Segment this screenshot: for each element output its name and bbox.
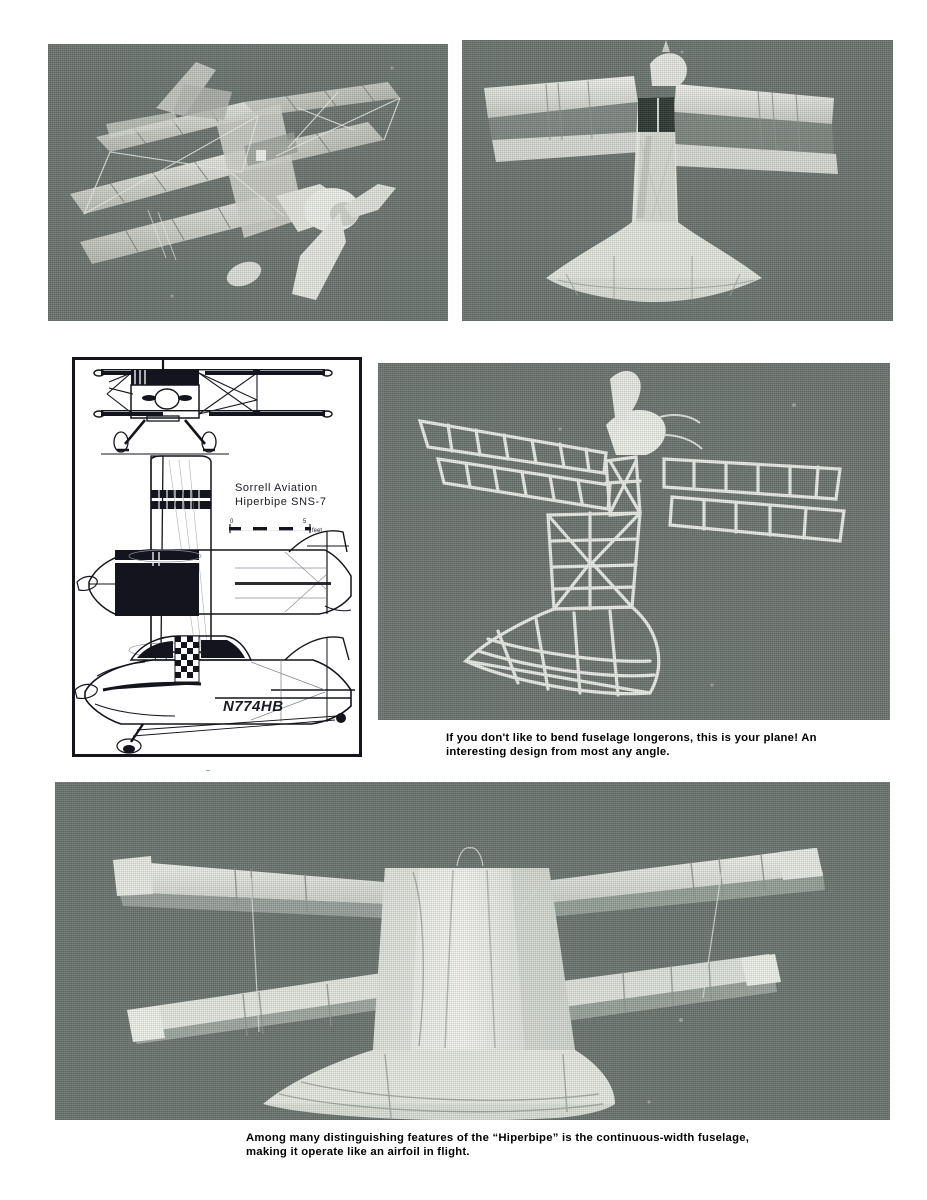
photo-top-right-artwork: [462, 40, 893, 321]
photo-top-right: [462, 40, 893, 321]
frame-bottom-mark: ~: [206, 768, 211, 775]
photo-top-left-artwork: [48, 44, 448, 321]
photo-structure: [378, 363, 890, 720]
registration-number-label: N774HB: [223, 698, 284, 715]
three-view-manufacturer-label: Sorrell Aviation: [235, 482, 318, 494]
scale-bar-units-label: feet: [312, 528, 323, 534]
photo-top-left: [48, 44, 448, 321]
photo-structure-artwork: [378, 363, 890, 720]
photo-bottom-artwork: [55, 782, 890, 1120]
caption-structure-photo: If you don't like to bend fuselage longe…: [446, 732, 817, 758]
scale-bar: [229, 524, 311, 533]
scale-bar-min-label: 0: [230, 519, 234, 525]
three-view-model-label: Hiperbipe SNS-7: [235, 496, 327, 508]
three-view-drawing: Sorrell Aviation Hiperbipe SNS-7 0 5 fee…: [72, 357, 362, 757]
three-view-artwork: [75, 360, 359, 754]
scale-bar-max-label: 5: [303, 519, 307, 525]
caption-bottom-photo: Among many distinguishing features of th…: [246, 1132, 750, 1158]
photo-bottom: [55, 782, 890, 1120]
